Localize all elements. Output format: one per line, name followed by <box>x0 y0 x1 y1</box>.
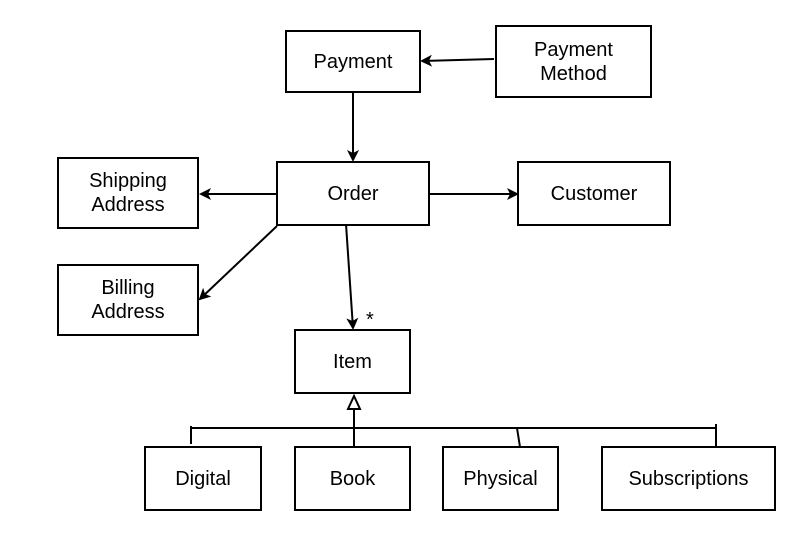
generalization-branch-physical <box>516 427 521 448</box>
node-item-label: Item <box>333 350 372 373</box>
node-order: Order <box>276 161 430 226</box>
edge-order-to-item <box>345 223 359 330</box>
edge-payment-method-to-payment <box>420 54 495 67</box>
node-payment-method: Payment Method <box>495 25 652 98</box>
node-billing-address-label: Billing Address <box>91 277 165 323</box>
node-billing-address: Billing Address <box>57 264 199 336</box>
node-payment-method-label: Payment Method <box>534 38 613 85</box>
node-payment-label: Payment <box>313 50 393 73</box>
node-item: Item <box>294 329 411 394</box>
node-book-label: Book <box>329 467 376 490</box>
node-subscriptions-label: Subscriptions <box>628 467 749 490</box>
generalization-triangle <box>346 393 362 410</box>
node-book: Book <box>294 446 411 511</box>
node-physical-label: Physical <box>463 467 538 490</box>
node-digital-label: Digital <box>175 467 231 490</box>
node-physical: Physical <box>442 446 559 511</box>
node-digital: Digital <box>144 446 262 511</box>
node-shipping-address: Shipping Address <box>57 157 199 229</box>
node-order-label: Order <box>327 182 379 205</box>
multiplicity-item: * <box>366 309 374 331</box>
node-shipping-address-label: Shipping Address <box>89 170 167 216</box>
edge-order-to-billing-address <box>198 225 278 301</box>
node-payment: Payment <box>285 30 421 93</box>
node-subscriptions: Subscriptions <box>601 446 776 511</box>
node-customer-label: Customer <box>550 182 638 205</box>
node-customer: Customer <box>517 161 671 226</box>
